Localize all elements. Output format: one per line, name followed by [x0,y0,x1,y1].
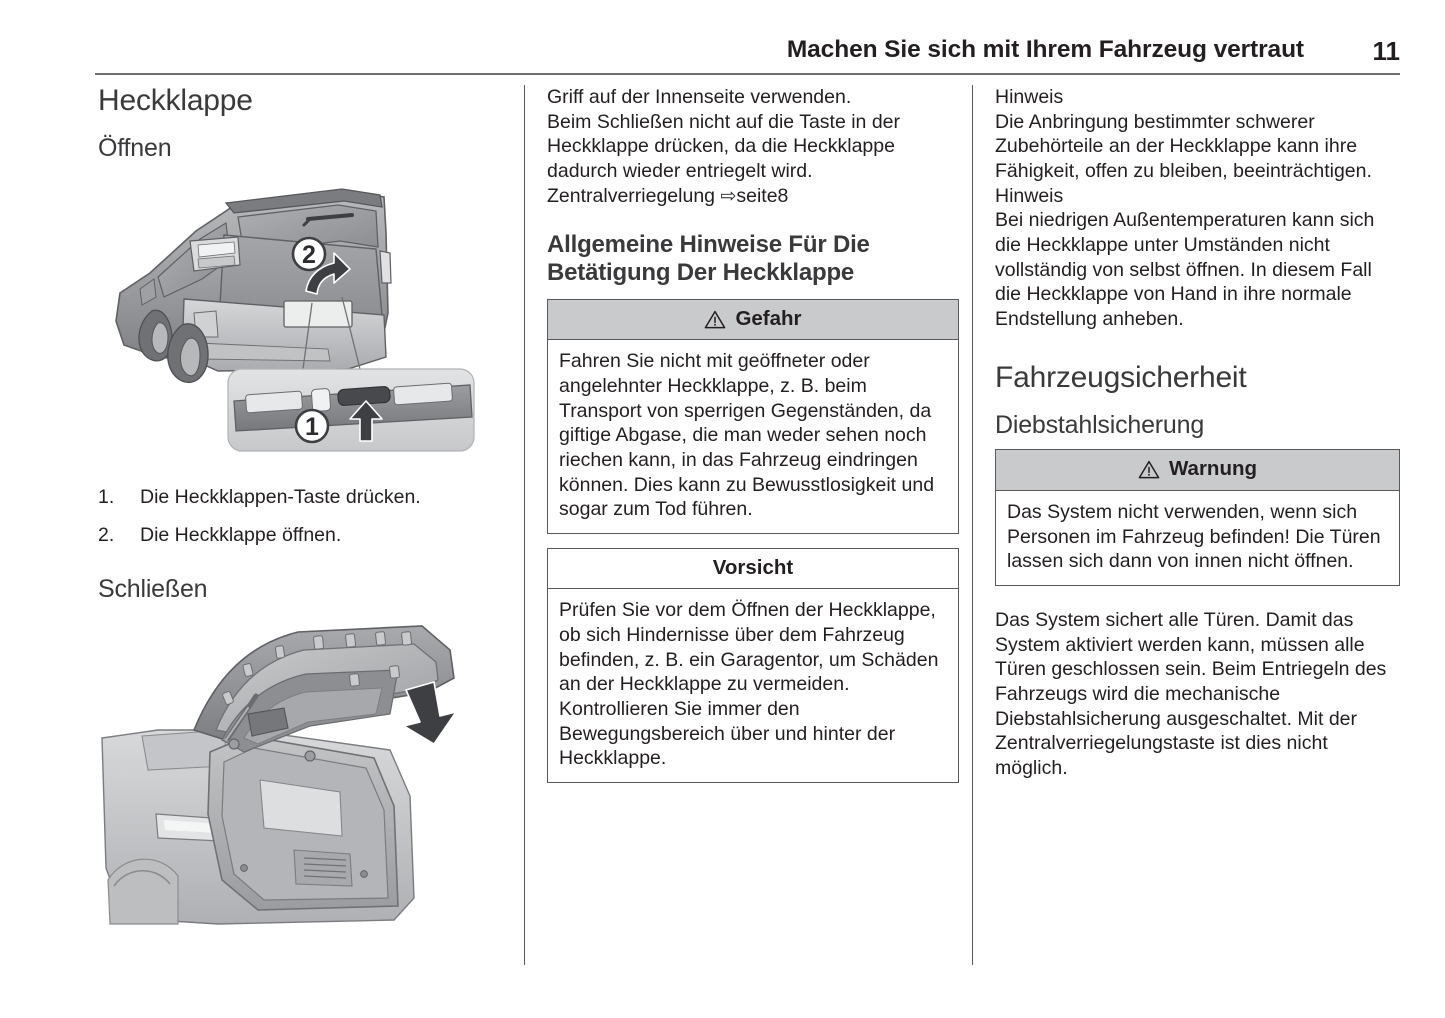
intro-paragraph: Griff auf der Innenseite verwenden. Beim… [547,85,959,209]
step-text: Die Heckklappe öffnen. [140,524,342,547]
danger-box-body: Fahren Sie nicht mit geöffneter oder ang… [559,350,935,521]
cross-reference-label: Zentralverriegelung [547,184,716,207]
list-item: 2. Die Heckklappe öffnen. [98,523,498,548]
header-rule [95,73,1400,75]
cross-reference-target: seite8 [736,184,789,207]
note-1-body: Die Anbringung bestimmter schwerer Zubeh… [995,110,1372,182]
column-container: Heckklappe Öffnen [0,84,1445,970]
warning-box-header: Warnung [996,450,1399,491]
step-text: Die Heckklappen-Taste drücken. [140,485,421,508]
subheading-oeffnen: Öffnen [98,134,172,163]
middle-column: Griff auf der Innenseite verwenden. Beim… [547,85,959,970]
warning-box-title: Warnung [1168,457,1258,481]
intro-line-1: Griff auf der Innenseite verwenden. [547,86,852,108]
caution-box-title: Vorsicht [712,555,794,579]
figure-open-tailgate: 2 [98,173,498,463]
vehicle-rear-body [115,188,392,383]
intro-line-2: Beim Schließen nicht auf die Taste in de… [547,110,900,133]
note-2-label: Hinweis [995,184,1064,207]
left-column: Heckklappe Öffnen [98,84,498,970]
heading-allgemeine-hinweise: Allgemeine Hinweise Für Die Betätigung D… [547,230,870,286]
warning-box-body: Das System nicht verwenden, wenn sich Pe… [1007,500,1381,573]
intro-line-4: dadurch wieder entriegelt wird. [547,159,813,182]
warning-box: Warnung Das System nicht verwenden, wenn… [995,449,1400,586]
section-title-heckklappe: Heckklappe [98,84,253,117]
danger-box-title: Gefahr [735,306,802,330]
open-steps-list: 1. Die Heckklappen-Taste drücken. 2. Die… [98,485,498,548]
close-direction-arrow [403,680,457,745]
warning-triangle-icon [705,310,726,328]
danger-box: Gefahr Fahren Sie nicht mit geöffneter o… [547,298,959,534]
section-title-fahrzeugsicherheit: Fahrzeugsicherheit [995,360,1247,394]
svg-text:1: 1 [305,413,319,441]
figure-close-tailgate [98,618,498,948]
inset-tailgate-button-detail: 1 [227,368,475,452]
open-tailgate-lid [192,624,455,762]
list-item: 1. Die Heckklappen-Taste drücken. [98,485,498,510]
page-number: 11 [1372,36,1401,66]
note-1-label: Hinweis [995,86,1064,108]
warning-triangle-icon [1138,461,1160,479]
cross-reference-arrow-icon: ⇨ [720,185,737,207]
running-header: Machen Sie sich mit Ihrem Fahrzeug vertr… [95,36,1400,74]
note-2-body: Bei niedrigen Außentemperaturen kann sic… [995,209,1375,330]
subheading-diebstahlsicherung: Diebstahlsicherung [995,410,1205,439]
page-title: Machen Sie sich mit Ihrem Fahrzeug vertr… [786,36,1304,63]
step-number: 2. [98,524,115,547]
cross-reference[interactable]: Zentralverriegelung ⇨seite8 [547,185,788,207]
caution-box-body: Prüfen Sie vor dem Öffnen der Heckklappe… [559,599,939,770]
closing-paragraph: Das System sichert alle Türen. Damit das… [995,608,1387,779]
leader-lines [302,296,361,370]
svg-text:2: 2 [302,241,316,269]
caution-box-header: Vorsicht [548,548,958,590]
tailgate-opening [207,734,399,911]
column-divider-right [972,85,973,965]
intro-line-3: Heckklappe drücken, da die Heckklappe [547,135,895,158]
right-column: Hinweis Die Anbringung bestimmter schwer… [995,85,1400,970]
callout-2-badge: 2 [291,236,327,272]
danger-box-header: Gefahr [548,299,958,341]
caution-box: Vorsicht Prüfen Sie vor dem Öffnen der H… [547,547,959,783]
step-number: 1. [98,485,115,508]
column-divider-left [524,85,525,965]
subheading-schliessen: Schließen [98,575,208,604]
callout-2-arrow [305,252,351,295]
